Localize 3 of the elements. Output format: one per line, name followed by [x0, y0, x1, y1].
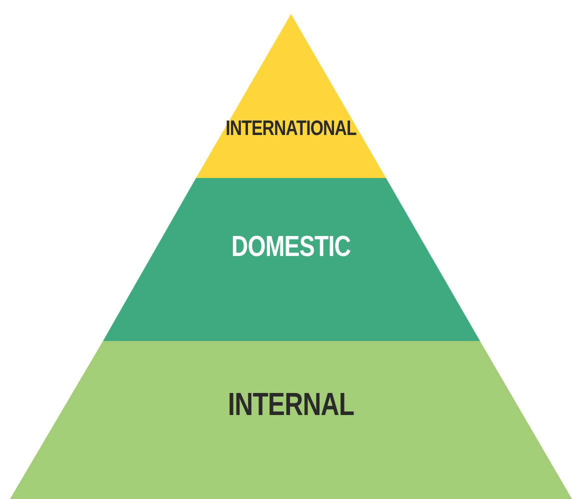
tier-label: DOMESTIC	[231, 230, 351, 264]
tier-label: INTERNATIONAL	[226, 117, 356, 142]
tier-label: INTERNAL	[228, 386, 354, 423]
